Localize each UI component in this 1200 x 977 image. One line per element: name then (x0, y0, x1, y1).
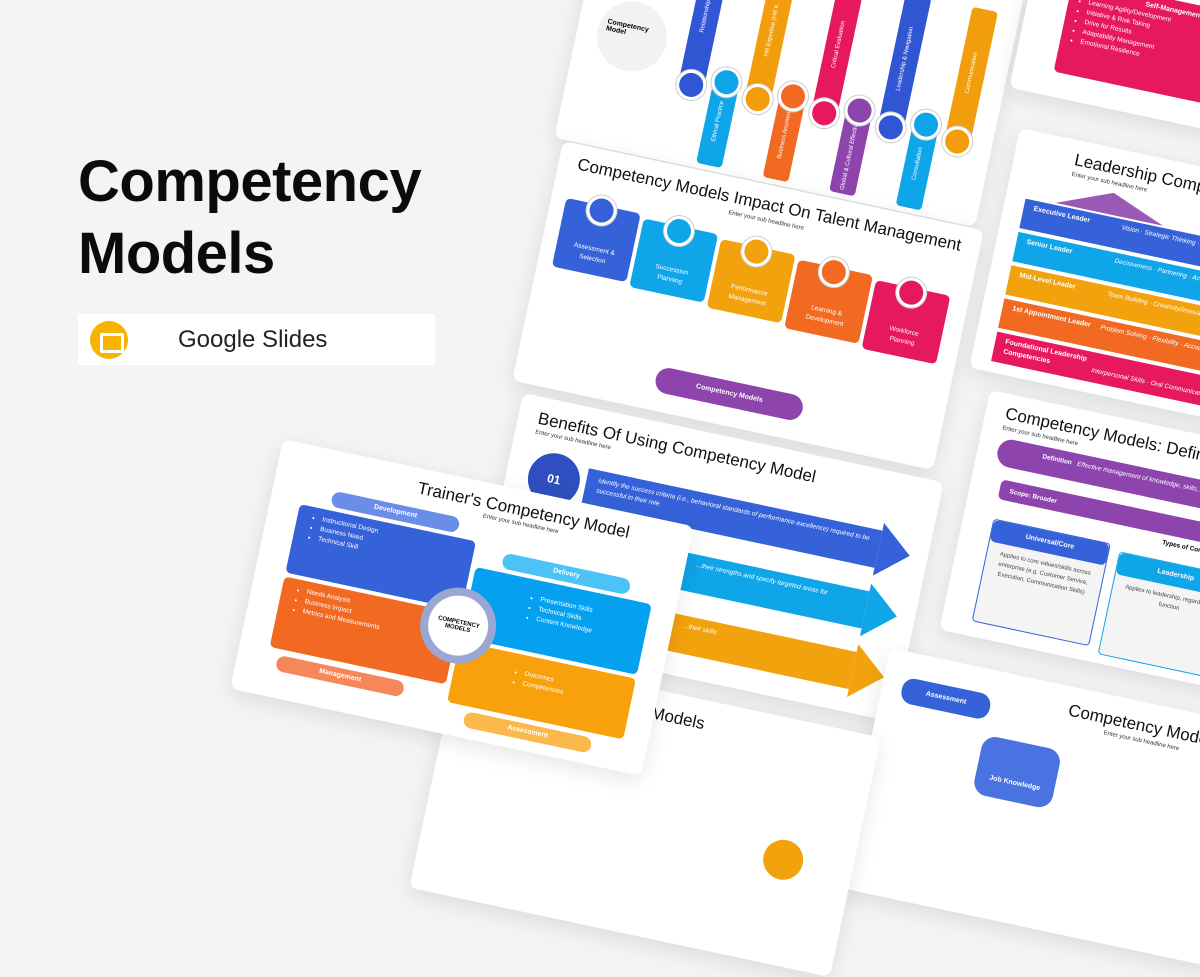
bar-label: Business Acumen (776, 111, 793, 160)
slide-competency-models: Competency Models Enter your sub headlin… (839, 647, 1200, 977)
bar-label: HR Expertise (HR K (763, 3, 781, 58)
impact-label: Succession Planning (654, 262, 689, 286)
bar-label: Ethical Practice (710, 100, 726, 143)
bar-label: Communication (964, 52, 980, 95)
google-slides-icon (90, 320, 128, 359)
types-label: Types of Competency Model (1161, 539, 1200, 564)
level-desc: Vision · Strategic Thinking · Decisivene… (1120, 224, 1200, 256)
google-slides-badge: Google Slides (78, 314, 435, 365)
badge-label: Google Slides (178, 325, 328, 353)
competency-bar: Communication (945, 6, 999, 140)
competency-bar: Leadership & Navigation (879, 0, 932, 126)
level-desc: Interpersonal Skills · Oral Communicatio… (1090, 367, 1200, 411)
competency-models-hub: Competency Models (653, 365, 806, 423)
scope-label: Scope: Broader (1008, 488, 1058, 506)
impact-label: Workforce Planning (888, 325, 920, 348)
bar-label: Leadership & Navigation (895, 26, 916, 92)
bar-label: Critical Evaluation (830, 20, 847, 69)
impact-label: Learning & Development (805, 304, 844, 329)
impact-label: Assessment & Selection (573, 241, 616, 266)
assessment-pill: Assessment (899, 676, 993, 721)
hero-title-line2: Models (78, 221, 275, 286)
benefit-text: ...their strengths and specify targeted … (695, 561, 829, 597)
bar-label: Relationship (699, 0, 713, 34)
center-label: Competency Model (590, 0, 674, 79)
hero-title-line1: Competency (78, 149, 422, 214)
slide-title: Models (648, 703, 707, 734)
job-knowledge-hexagon: Job Knowledge (971, 734, 1063, 810)
definition-label: Definition (1041, 453, 1073, 467)
impact-label: Performance Management (727, 283, 769, 308)
benefit-text: ...their skills. (682, 622, 719, 637)
orange-circle-shape (759, 836, 807, 884)
bar-label: Consultation (911, 146, 925, 181)
